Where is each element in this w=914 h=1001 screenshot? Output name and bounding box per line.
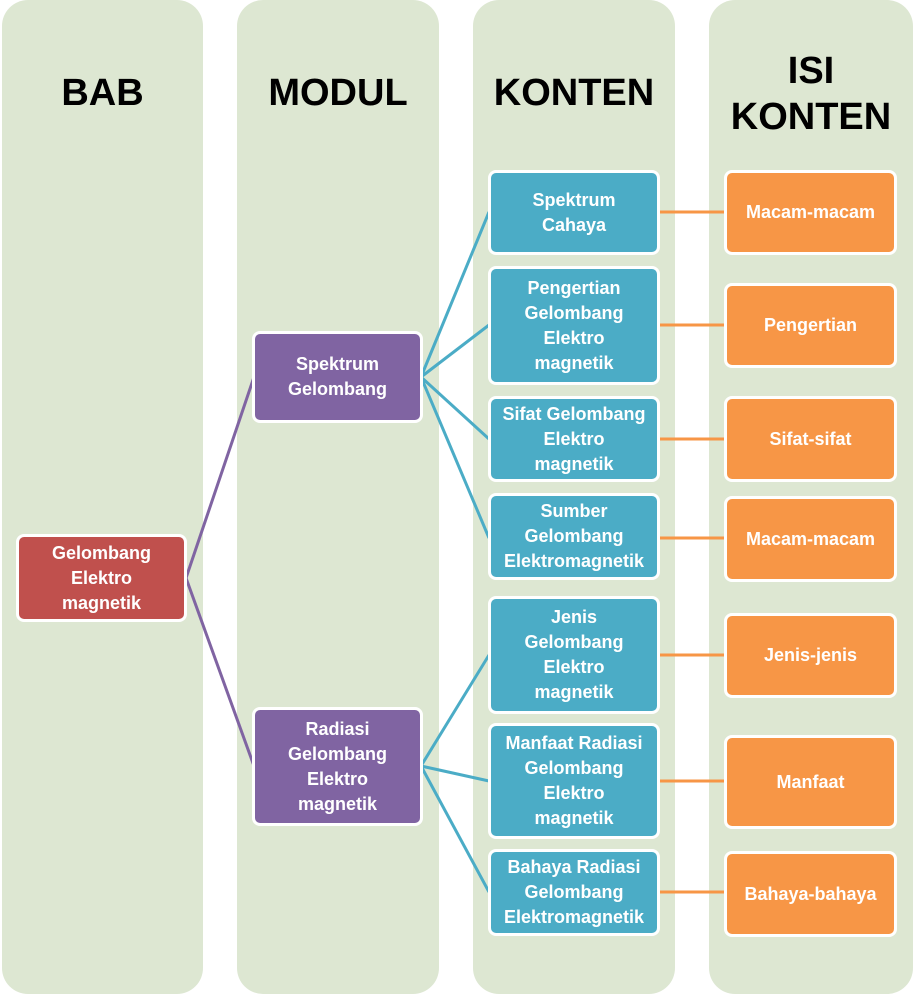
modul-node-label: Spektrum Gelombang bbox=[287, 354, 387, 399]
column-title-isi-konten: ISI KONTEN bbox=[730, 50, 892, 138]
konten-node[interactable]: Manfaat Radiasi Gelombang Elektro magnet… bbox=[488, 723, 660, 839]
column-title-modul: MODUL bbox=[268, 72, 408, 114]
isi-konten-node-label: Macam-macam bbox=[745, 202, 876, 222]
konten-node-label: Manfaat Radiasi Gelombang Elektro magnet… bbox=[505, 733, 643, 828]
isi-konten-node-label: Bahaya-bahaya bbox=[744, 883, 877, 904]
link-modul1-konten-2 bbox=[420, 323, 490, 379]
konten-node-label: Jenis Gelombang Elektro magnetik bbox=[524, 607, 624, 702]
isi-konten-node[interactable]: Manfaat bbox=[724, 735, 897, 829]
column-title-konten: KONTEN bbox=[493, 72, 655, 114]
konten-node[interactable]: Pengertian Gelombang Elektro magnetik bbox=[488, 266, 660, 385]
isi-konten-node-label: Macam-macam bbox=[745, 528, 876, 549]
link-modul2-konten-5 bbox=[419, 654, 491, 767]
modul-konten-links bbox=[419, 211, 491, 893]
konten-node[interactable]: Spektrum Cahaya bbox=[488, 170, 660, 255]
bab-node-label: Gelombang Elektro magnetik bbox=[51, 542, 151, 613]
isi-konten-node[interactable]: Bahaya-bahaya bbox=[724, 851, 897, 937]
konten-node[interactable]: Jenis Gelombang Elektro magnetik bbox=[488, 596, 660, 714]
link-modul2-konten-7 bbox=[419, 765, 491, 893]
link-bab-modul-1 bbox=[184, 376, 256, 579]
konten-node[interactable]: Bahaya Radiasi Gelombang Elektromagnetik bbox=[488, 849, 660, 936]
konten-node-label: Pengertian Gelombang Elektro magnetik bbox=[524, 277, 624, 373]
link-bab-modul-2 bbox=[184, 577, 256, 767]
konten-isi-links bbox=[658, 210, 726, 894]
isi-konten-node[interactable]: Macam-macam bbox=[724, 496, 897, 582]
konten-node[interactable]: Sumber Gelombang Elektromagnetik bbox=[488, 493, 660, 580]
konten-node-label: Sifat Gelombang Elektro magnetik bbox=[502, 403, 646, 474]
konten-node-label: Spektrum Cahaya bbox=[532, 189, 616, 235]
konten-node-label: Sumber Gelombang Elektromagnetik bbox=[503, 501, 645, 571]
isi-konten-node-label: Pengertian bbox=[763, 315, 858, 335]
isi-konten-node-label: Jenis-jenis bbox=[763, 645, 858, 665]
column-modul: MODUL bbox=[237, 0, 439, 994]
isi-konten-node[interactable]: Macam-macam bbox=[724, 170, 897, 255]
modul-node[interactable]: Radiasi Gelombang Elektro magnetik bbox=[252, 707, 423, 826]
link-modul1-konten-1 bbox=[419, 211, 491, 378]
isi-konten-node[interactable]: Jenis-jenis bbox=[724, 613, 897, 698]
isi-konten-node-label: Manfaat bbox=[776, 771, 845, 792]
link-modul2-konten-6 bbox=[420, 764, 490, 783]
konten-node[interactable]: Sifat Gelombang Elektro magnetik bbox=[488, 396, 660, 482]
column-bab: BAB bbox=[2, 0, 203, 994]
isi-konten-node[interactable]: Sifat-sifat bbox=[724, 396, 897, 482]
link-modul1-konten-3 bbox=[419, 375, 491, 441]
column-title-bab: BAB bbox=[61, 72, 144, 114]
bab-node[interactable]: Gelombang Elektro magnetik bbox=[16, 534, 187, 622]
isi-konten-node[interactable]: Pengertian bbox=[724, 283, 897, 368]
bab-modul-links bbox=[184, 376, 256, 767]
modul-node[interactable]: Spektrum Gelombang bbox=[252, 331, 423, 423]
link-modul1-konten-4 bbox=[419, 376, 491, 539]
isi-konten-node-label: Sifat-sifat bbox=[769, 428, 852, 449]
modul-node-label: Radiasi Gelombang Elektro magnetik bbox=[287, 718, 387, 814]
konten-node-label: Bahaya Radiasi Gelombang Elektromagnetik bbox=[503, 857, 645, 927]
